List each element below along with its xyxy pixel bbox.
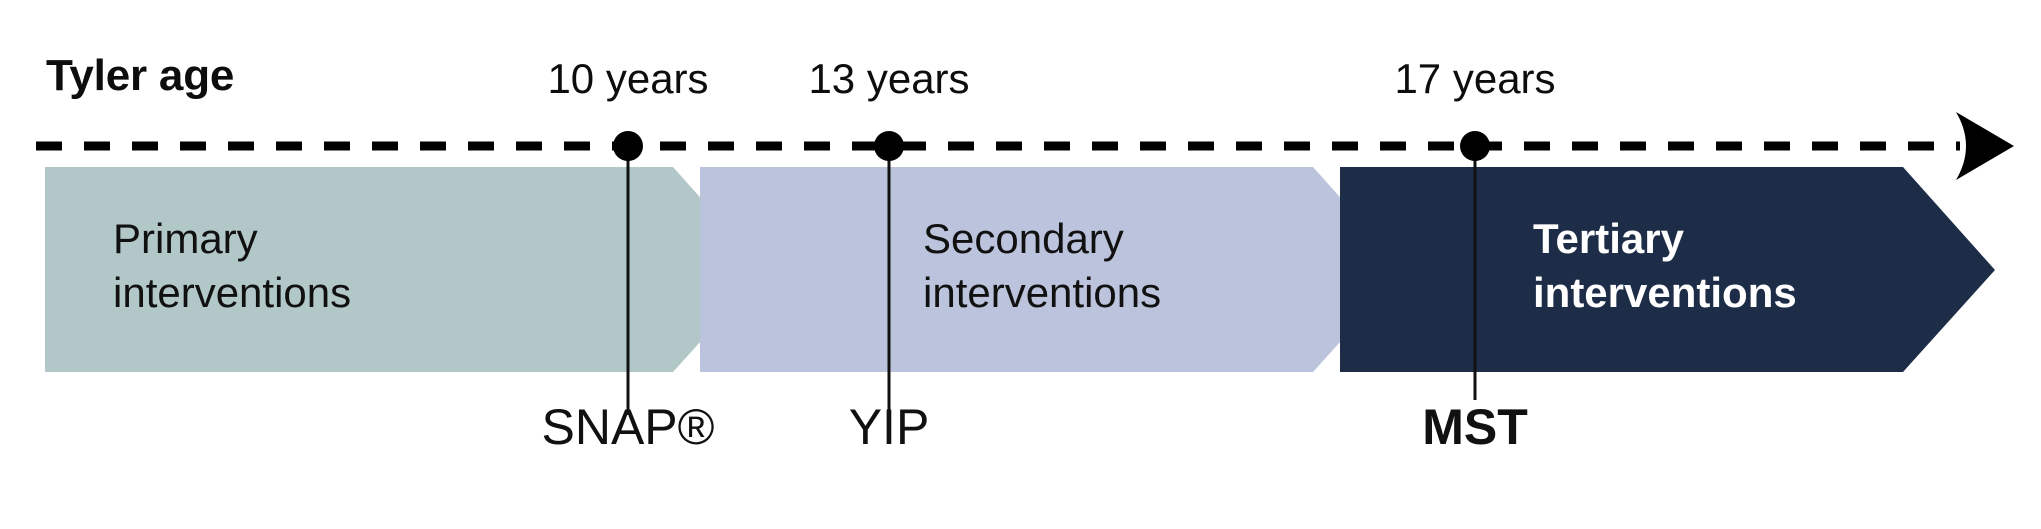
band-shape-primary [45, 167, 765, 372]
timeline-ticks [613, 131, 1490, 415]
timeline-arrowhead [1956, 112, 2014, 180]
band-label-tertiary: Tertiary interventions [1533, 215, 1797, 316]
age-label: 13 years [808, 55, 970, 102]
tick-dot [874, 131, 904, 161]
program-label: SNAP® [541, 399, 715, 455]
age-label: 17 years [1394, 55, 1556, 102]
tick-dot [1460, 131, 1490, 161]
tick-dot [613, 131, 643, 161]
band-label-primary: Primary interventions [113, 215, 352, 316]
page-title: Tyler age [46, 51, 235, 100]
age-label: 10 years [547, 55, 709, 102]
band-shape-secondary [700, 167, 1405, 372]
program-label: YIP [848, 399, 930, 455]
band-shape-tertiary [1340, 167, 1995, 372]
program-label: MST [1422, 399, 1528, 455]
band-label-secondary: Secondary interventions [923, 215, 1162, 316]
